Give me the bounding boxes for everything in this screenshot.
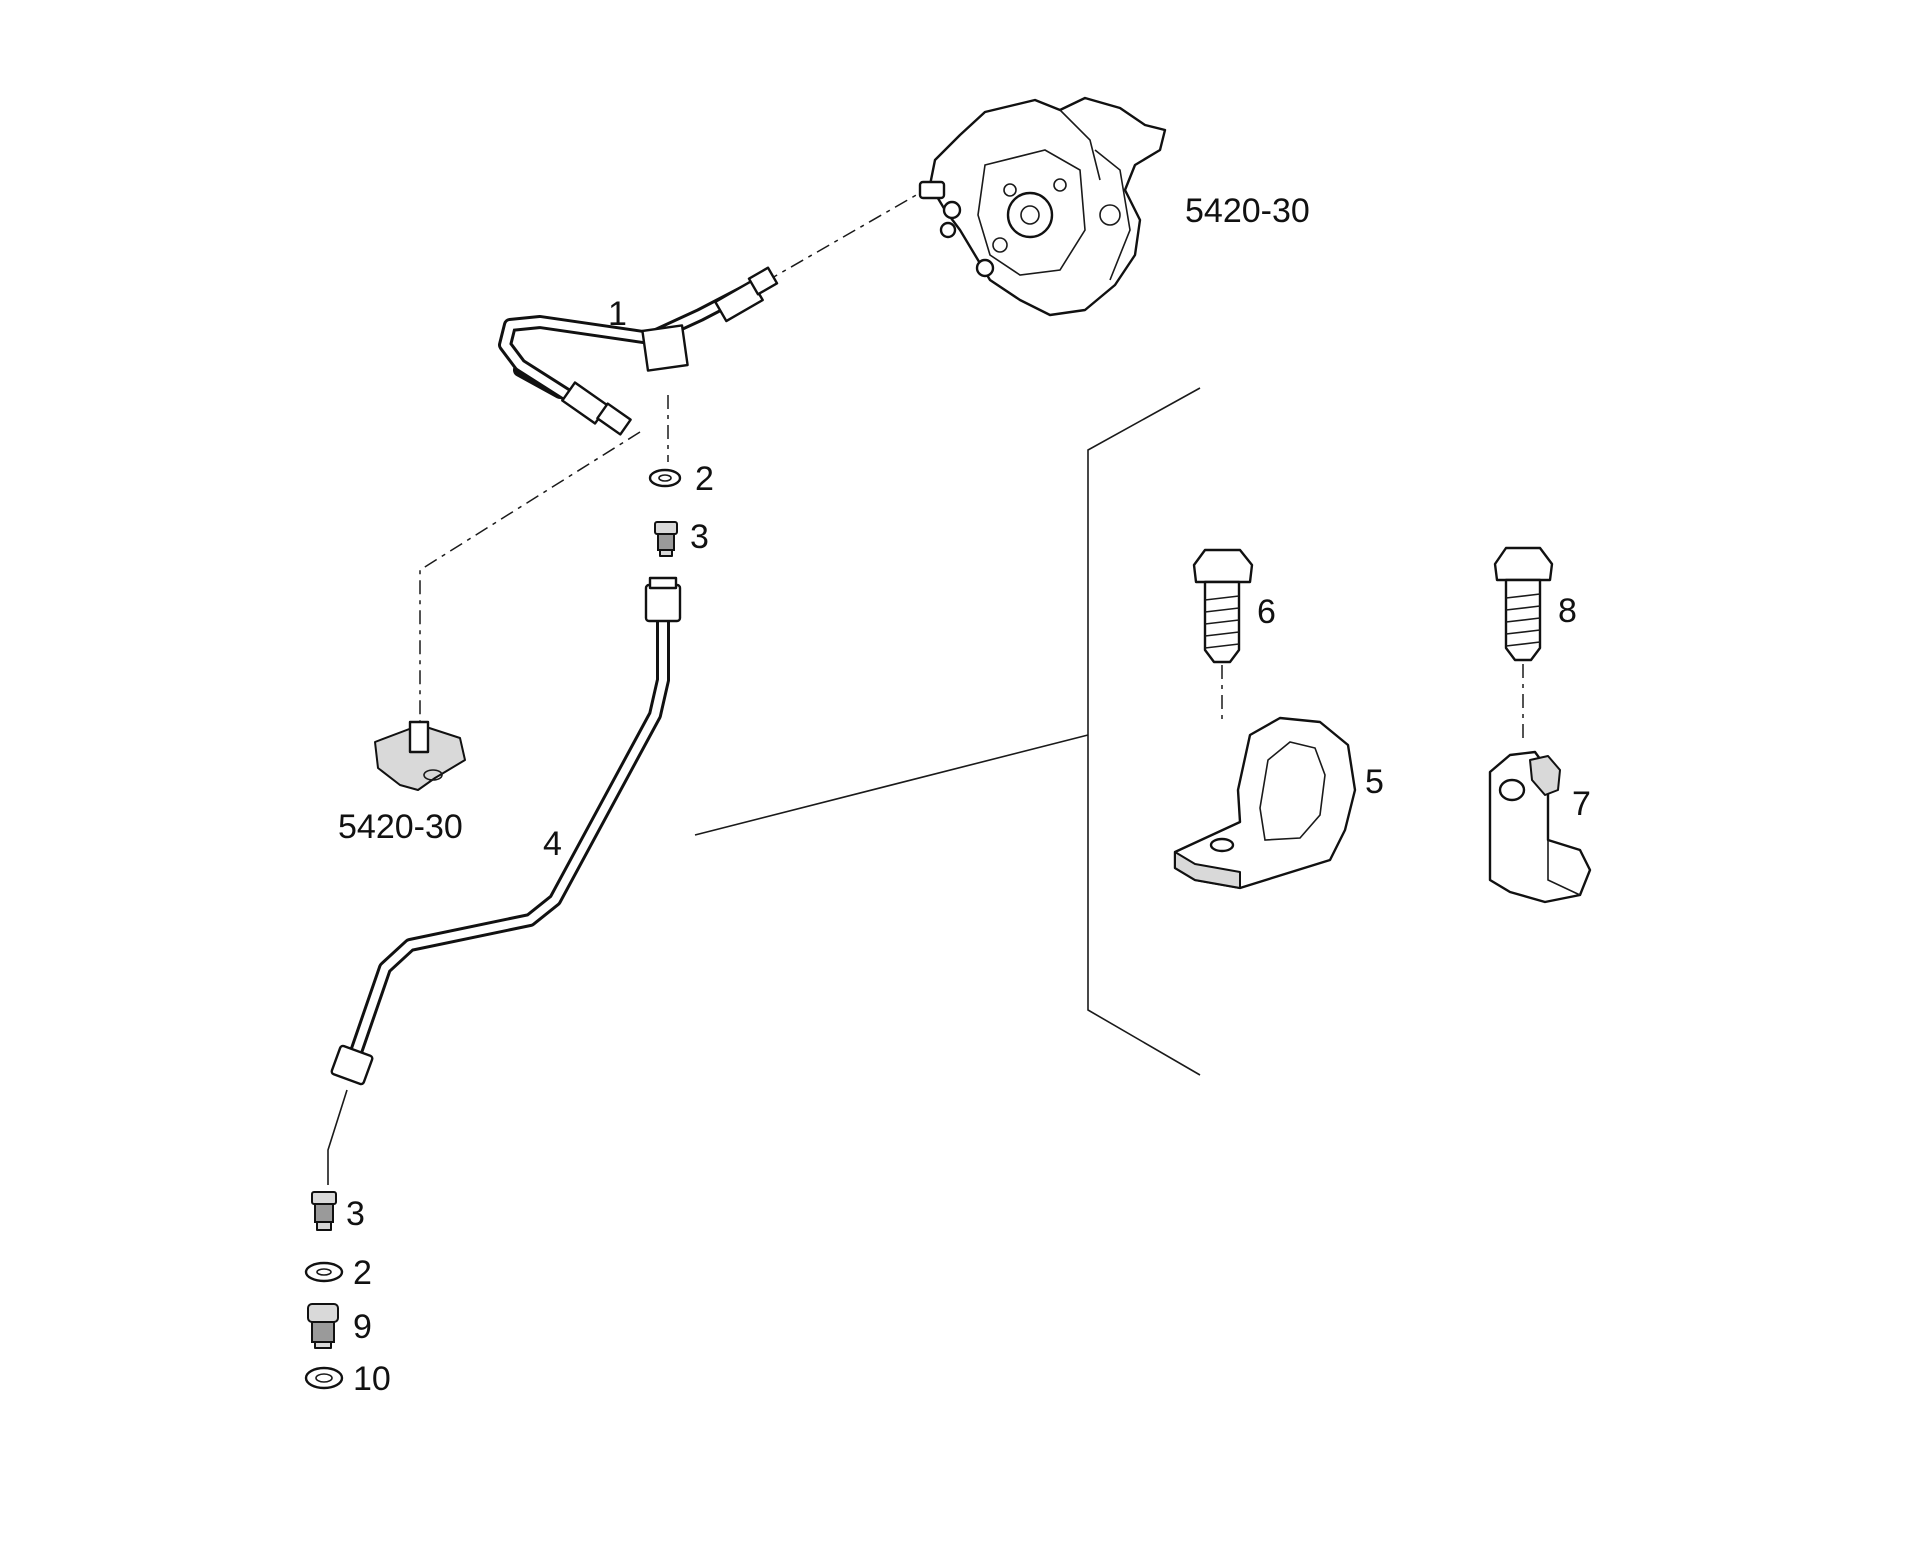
clamp-body [1173,716,1357,890]
pump-bolt-hole-2 [1053,178,1067,192]
pump-boss [1099,204,1121,226]
high-pressure-pump: 5420-30 [918,96,1310,317]
pipe-end-nut-lower-2 [596,402,632,436]
pump-bolt-hole-1 [992,237,1008,253]
part-5-label: 5 [1365,763,1384,801]
fitting-top-thread [657,533,675,551]
pump-drive-bore [1020,205,1040,225]
part-1-label: 1 [608,295,627,333]
part-6-bolt: 6 [1192,548,1276,664]
part-3-fitting-bottom: 3 [311,1191,365,1233]
part-2-label-bottom: 2 [353,1254,372,1292]
base-connection-line [419,431,641,725]
part-3-label-bottom: 3 [346,1195,365,1233]
base-reference-label: 5420-30 [338,808,463,846]
bolt-8-threads [1505,593,1541,647]
washer-top [648,468,682,488]
part-2-washer-bottom: 2 [304,1254,372,1292]
pump-connection-line [764,189,926,283]
part-3-fitting-top: 3 [654,518,709,557]
part-1-injection-pipe: 1 [498,266,779,436]
part-3-label-top: 3 [690,518,709,556]
pump-lower-port [975,258,995,278]
part-2-label-top: 2 [695,460,714,498]
lower-fitting-line [327,1089,348,1185]
part-8-bolt: 8 [1493,546,1577,662]
part-9-label: 9 [353,1308,372,1346]
part-6-label: 6 [1257,593,1276,631]
detail-frame-outline [1087,387,1201,1076]
part-7-bracket: 7 [1488,750,1592,904]
part-4-fuel-pipe: 4 [330,576,682,1086]
washer-top-hole [658,474,672,482]
part-7-label: 7 [1572,785,1591,823]
base-flange [374,724,466,791]
clamp-loop-opening [1259,741,1326,841]
clamp-bolt-hole [1209,837,1235,853]
bolt-8-head [1493,546,1554,582]
bracket-hole [1498,778,1526,802]
base-connector: 5420-30 [338,720,466,846]
pump-side-port-1 [942,200,962,220]
part-10-seal: 10 [304,1360,391,1398]
detail-leader-line [694,734,1089,836]
part-5-clamp: 5 [1173,716,1384,890]
fitting-top-head [654,521,678,535]
pipe-4-bottom-nut [330,1044,374,1086]
pipe-4-top-nut [644,583,682,623]
pump-reference-label: 5420-30 [1185,192,1310,230]
part-10-label: 10 [353,1360,391,1398]
fitting-top-tip [659,549,673,557]
pipe-banjo-block [641,324,689,372]
detail-frame [694,387,1201,1076]
part-9-plug: 9 [307,1303,372,1349]
pump-housing-edges [1059,109,1131,281]
assembly-lines [327,189,1524,1185]
pump-bolt-hole-3 [1003,183,1017,197]
part-8-label: 8 [1558,592,1577,630]
bracket-bend-edge [1547,840,1581,896]
base-stud [408,720,430,754]
part-4-label: 4 [543,825,562,863]
pump-side-port-2 [939,221,957,239]
pipe-4-top-nut-collar [648,576,678,590]
pump-drive-hub [1006,191,1054,239]
pump-flange [977,149,1086,276]
bolt-6-threads [1204,595,1240,649]
base-hole [423,769,443,781]
pump-outlet-fitting [918,180,946,200]
clamp-base-edge [1174,851,1241,889]
part-2-washer-top: 2 [648,460,714,498]
bolt-6-head [1192,548,1254,584]
bracket-nut [1529,755,1561,796]
pipe-end-nut-upper-2 [747,266,779,296]
